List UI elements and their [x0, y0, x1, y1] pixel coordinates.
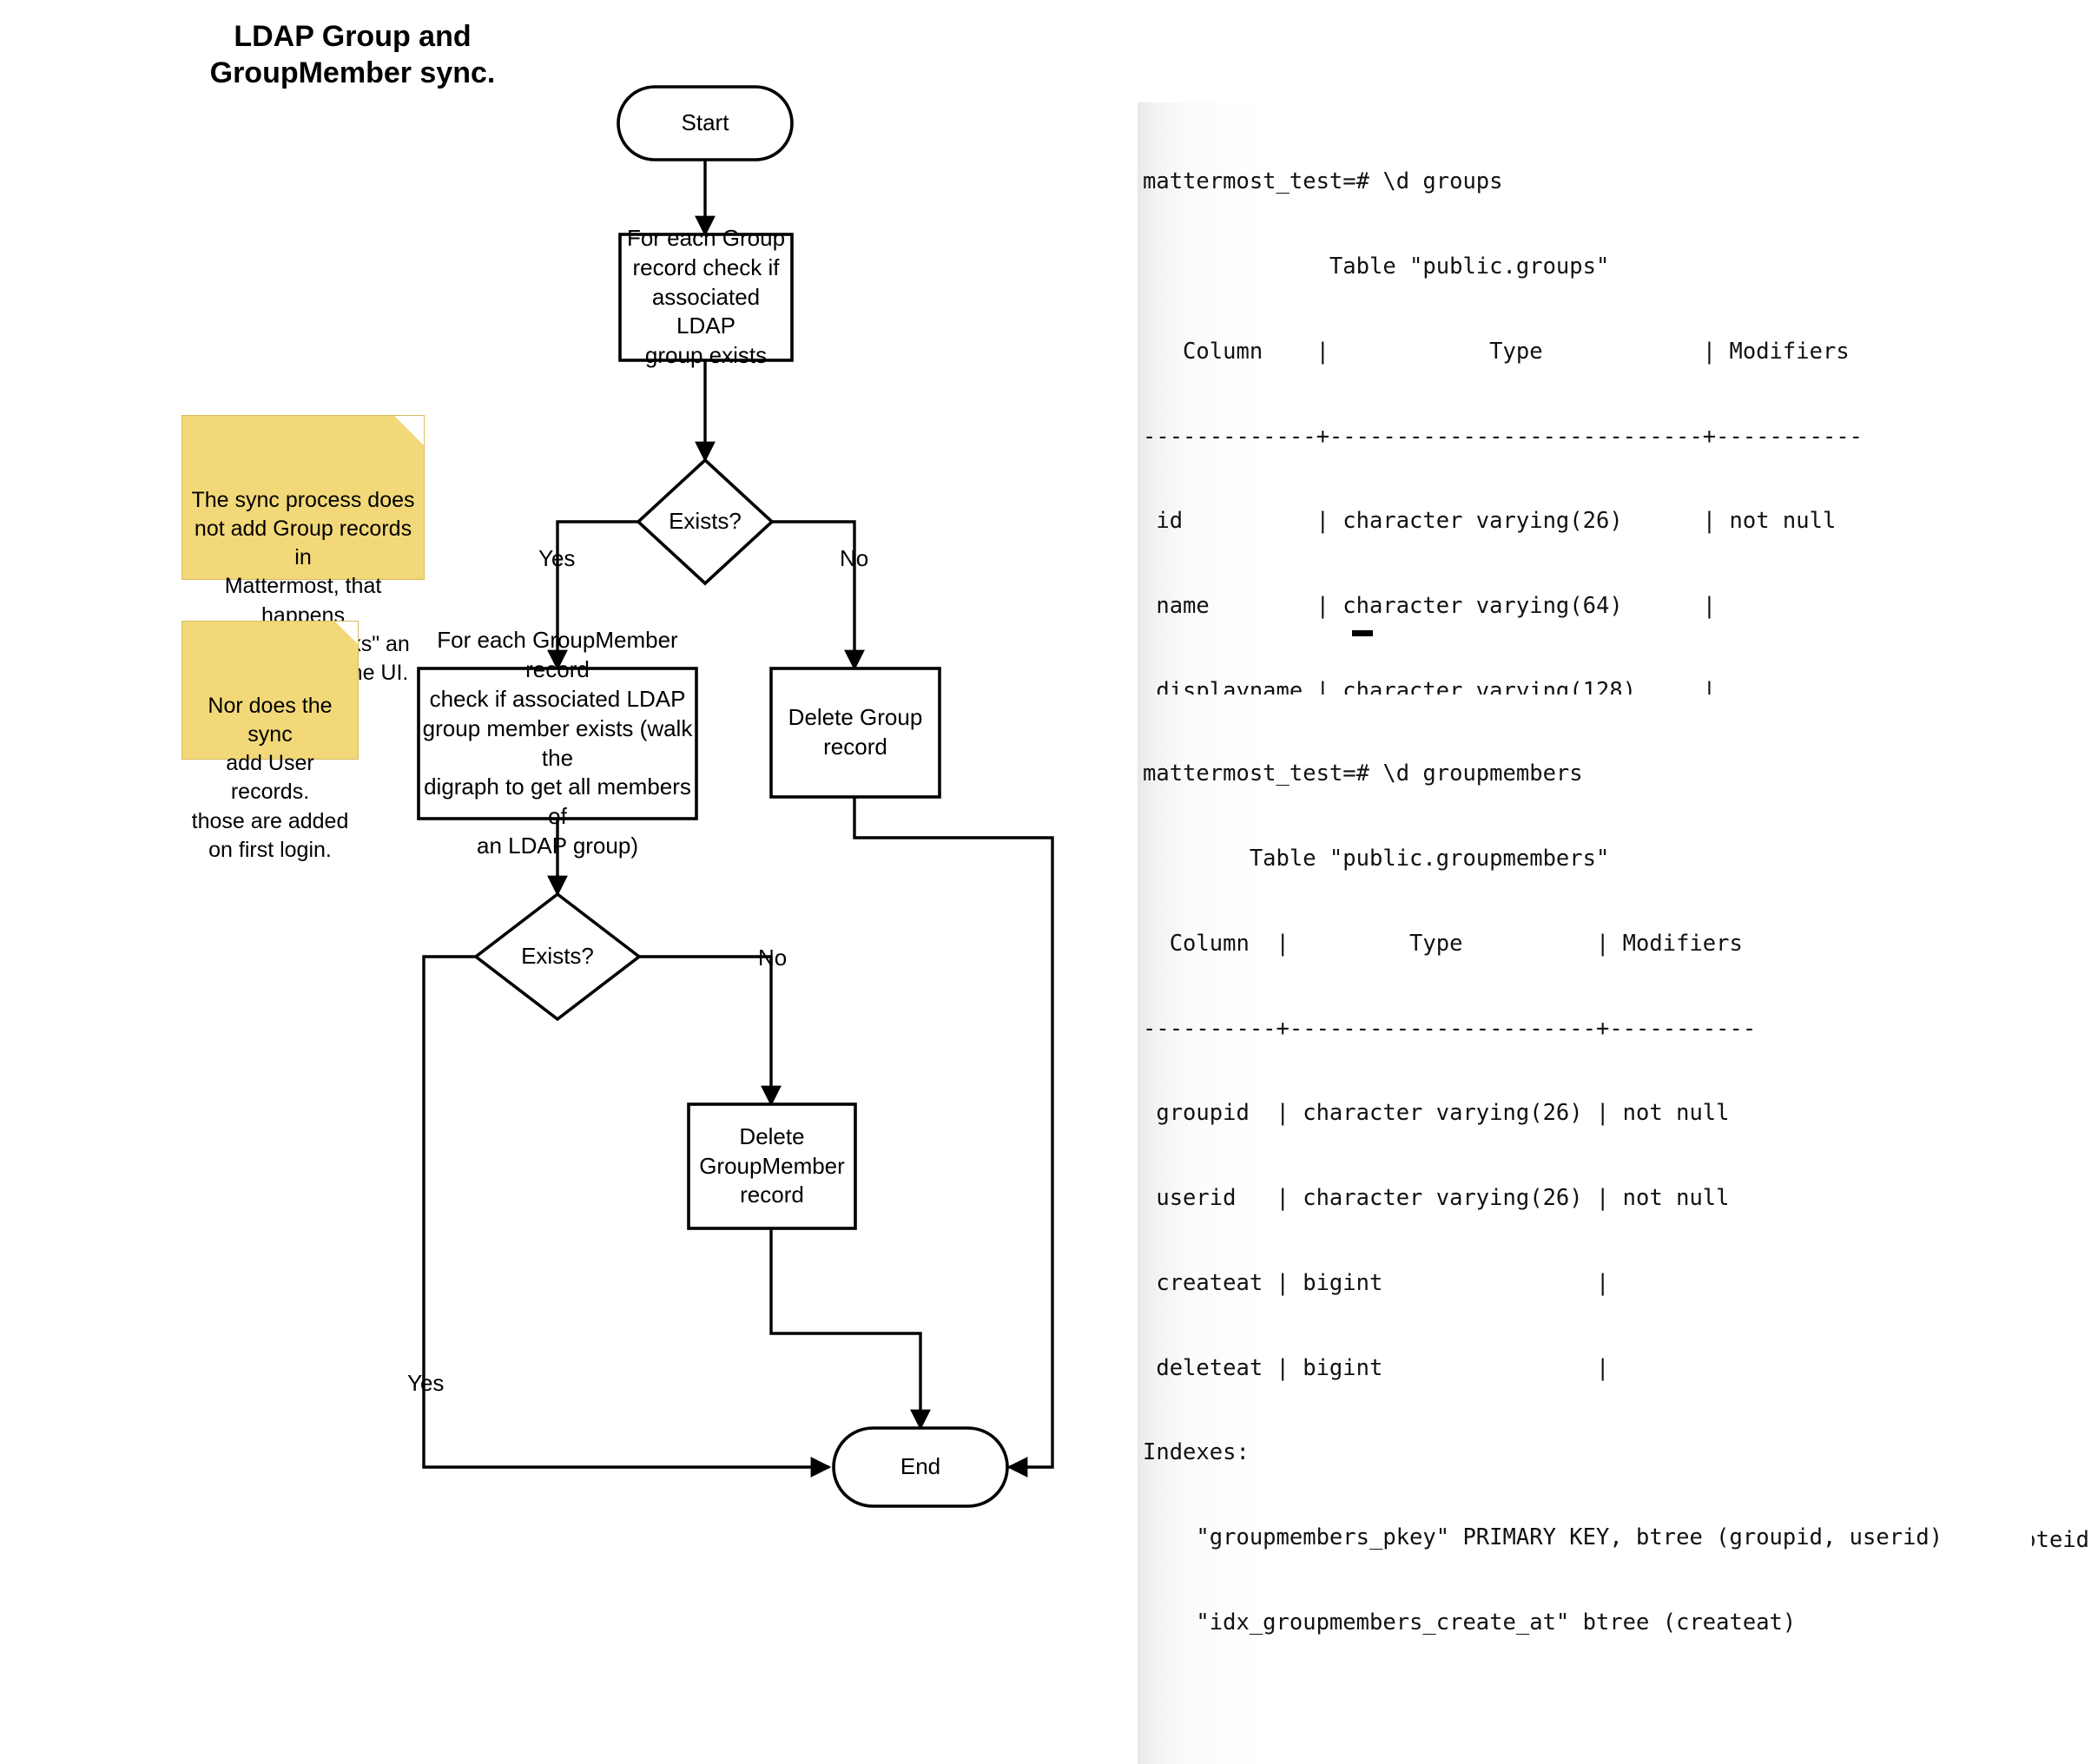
terminal-line: mattermost_test=# \d groups — [1143, 168, 1503, 195]
note-sync-user: Nor does the sync add User records. thos… — [181, 621, 359, 862]
node-delete-groupmember — [687, 1102, 857, 1230]
terminal-line: -------------+--------------------------… — [1143, 423, 1863, 450]
terminal-line: mattermost_test=# \d groupmembers — [1143, 760, 1583, 787]
node-check-group — [618, 233, 794, 362]
terminal-line: deleteat | bigint | — [1143, 1354, 1610, 1381]
note-sync-user-text: Nor does the sync add User records. thos… — [191, 693, 349, 862]
node-decision-group — [636, 457, 775, 586]
node-check-groupmember — [417, 667, 698, 820]
sticky-fold-icon — [335, 622, 358, 644]
edge-label-member-yes: Yes — [407, 1370, 445, 1396]
page-title: LDAP Group and GroupMember sync. — [209, 20, 496, 89]
terminal-line: Indexes: — [1143, 1439, 1250, 1466]
terminal-line: ----------+-----------------------+-----… — [1143, 1015, 1757, 1042]
node-decision-member — [473, 892, 642, 1022]
edge-label-group-yes: Yes — [538, 545, 576, 571]
terminal-line: Column | Type | Modifiers — [1143, 338, 1850, 365]
edge-label-member-no: No — [758, 945, 788, 971]
node-start — [617, 85, 794, 161]
sticky-fold-icon — [394, 416, 424, 445]
terminal-line: Table "public.groupmembers" — [1143, 845, 1610, 872]
terminal-line: Table "public.groups" — [1143, 253, 1610, 280]
terminal-groupmembers-table: mattermost_test=# \d groupmembers Table … — [1138, 694, 2032, 1678]
terminal-line: "groupmembers_pkey" PRIMARY KEY, btree (… — [1143, 1524, 1943, 1551]
terminal-line: "idx_groupmembers_create_at" btree (crea… — [1143, 1609, 1797, 1636]
terminal-line — [1143, 1695, 2032, 1724]
terminal-line: createat | bigint | — [1143, 1269, 1610, 1296]
node-end — [832, 1426, 1009, 1508]
note-sync-group: The sync process does not add Group reco… — [181, 415, 425, 685]
flowchart-canvas — [417, 85, 1054, 1508]
node-delete-group — [769, 667, 941, 799]
terminal-line: id | character varying(26) | not null — [1143, 508, 1837, 535]
terminal-line: name | character varying(64) | — [1143, 593, 1717, 620]
edge-label-group-no: No — [840, 545, 869, 571]
terminal-line: Column | Type | Modifiers — [1143, 930, 1743, 957]
terminal-line: groupid | character varying(26) | not nu… — [1143, 1100, 1730, 1127]
terminal-cursor-icon — [1352, 630, 1373, 636]
terminal-line: userid | character varying(26) | not nul… — [1143, 1185, 1730, 1212]
